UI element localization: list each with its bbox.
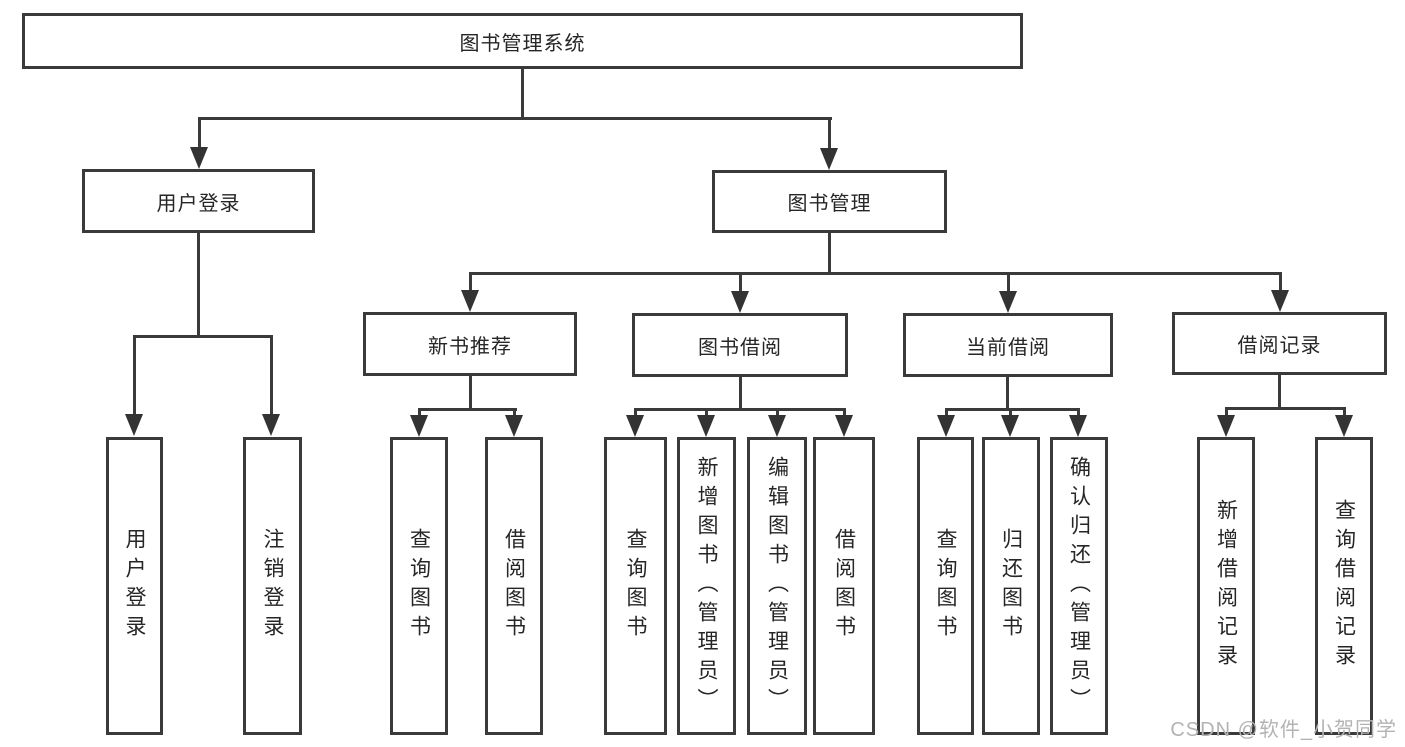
connector-borrowing-drop3 xyxy=(776,408,779,417)
arrowhead-down-icon xyxy=(262,414,280,436)
connector-records-drop1 xyxy=(1225,407,1228,417)
connector-userlogin-drop1 xyxy=(133,335,136,415)
connector-root-hline xyxy=(198,117,832,120)
node-book-management: 图书管理 xyxy=(712,170,947,233)
connector-newbook-drop2 xyxy=(513,408,516,417)
connector-newbook-drop1 xyxy=(418,408,421,417)
arrowhead-down-icon xyxy=(835,415,853,437)
arrowhead-down-icon xyxy=(768,415,786,437)
leaf-user-login: 用户登录 xyxy=(106,437,163,735)
connector-current-drop3 xyxy=(1077,408,1080,417)
node-new-book-recommend: 新书推荐 xyxy=(363,312,577,376)
leaf-add-books-admin: 新增图书（管理员） xyxy=(677,437,736,735)
connector-root-stem xyxy=(521,68,524,119)
node-root-library-management-system: 图书管理系统 xyxy=(22,13,1023,69)
leaf-return-books: 归还图书 xyxy=(982,437,1040,735)
connector-userlogin-stem xyxy=(197,233,200,337)
connector-bookmgmt-drop1 xyxy=(469,272,472,292)
node-user-login: 用户登录 xyxy=(82,169,315,233)
arrowhead-down-icon xyxy=(1069,415,1087,437)
connector-bookmgmt-drop3 xyxy=(1007,272,1010,292)
node-book-borrowing: 图书借阅 xyxy=(632,313,848,377)
arrowhead-down-icon xyxy=(999,291,1017,313)
connector-borrowing-drop1 xyxy=(634,408,637,417)
connector-current-drop1 xyxy=(945,408,948,417)
connector-records-stem xyxy=(1278,375,1281,409)
arrowhead-down-icon xyxy=(731,291,749,313)
leaf-edit-books-admin: 编辑图书（管理员） xyxy=(747,437,807,735)
connector-newbook-hline xyxy=(418,408,517,411)
leaf-confirm-return-admin: 确认归还（管理员） xyxy=(1050,437,1108,735)
arrowhead-down-icon xyxy=(1001,415,1019,437)
arrowhead-down-icon xyxy=(820,148,838,170)
leaf-logout: 注销登录 xyxy=(243,437,302,735)
connector-borrowing-stem xyxy=(739,377,742,410)
connector-bookmgmt-drop2 xyxy=(739,272,742,292)
connector-borrowing-hline xyxy=(634,408,846,411)
arrowhead-down-icon xyxy=(125,414,143,436)
leaf-query-books-borrowing: 查询图书 xyxy=(604,437,667,735)
connector-borrowing-drop4 xyxy=(843,408,846,417)
connector-borrowing-drop2 xyxy=(705,408,708,417)
leaf-query-books-current: 查询图书 xyxy=(917,437,974,735)
connector-records-drop2 xyxy=(1343,407,1346,417)
leaf-borrow-books-borrowing: 借阅图书 xyxy=(813,437,875,735)
leaf-add-borrow-record: 新增借阅记录 xyxy=(1197,437,1255,735)
connector-root-left-drop xyxy=(198,117,201,149)
connector-bookmgmt-drop4 xyxy=(1279,272,1282,292)
connector-userlogin-drop2 xyxy=(270,335,273,415)
arrowhead-down-icon xyxy=(461,290,479,312)
connector-userlogin-hline xyxy=(133,335,273,338)
node-current-borrowing: 当前借阅 xyxy=(903,313,1113,377)
arrowhead-down-icon xyxy=(1335,415,1353,437)
connector-current-stem xyxy=(1006,377,1009,410)
arrowhead-down-icon xyxy=(697,415,715,437)
leaf-query-books-newbook: 查询图书 xyxy=(390,437,448,735)
arrowhead-down-icon xyxy=(505,415,523,437)
connector-current-hline xyxy=(945,408,1080,411)
connector-newbook-stem xyxy=(469,376,472,410)
arrowhead-down-icon xyxy=(1271,290,1289,312)
connector-current-drop2 xyxy=(1009,408,1012,417)
connector-bookmgmt-hline xyxy=(469,272,1282,275)
connector-root-right-drop xyxy=(828,117,831,150)
arrowhead-down-icon xyxy=(626,415,644,437)
connector-bookmgmt-stem xyxy=(828,233,831,274)
leaf-query-borrow-record: 查询借阅记录 xyxy=(1315,437,1373,735)
arrowhead-down-icon xyxy=(1217,415,1235,437)
leaf-borrow-books-newbook: 借阅图书 xyxy=(485,437,543,735)
arrowhead-down-icon xyxy=(937,415,955,437)
csdn-watermark: CSDN @软件_小贺同学 xyxy=(1170,719,1397,741)
arrowhead-down-icon xyxy=(410,415,428,437)
node-borrow-records: 借阅记录 xyxy=(1172,312,1387,375)
arrowhead-down-icon xyxy=(190,147,208,169)
connector-records-hline xyxy=(1225,407,1346,410)
